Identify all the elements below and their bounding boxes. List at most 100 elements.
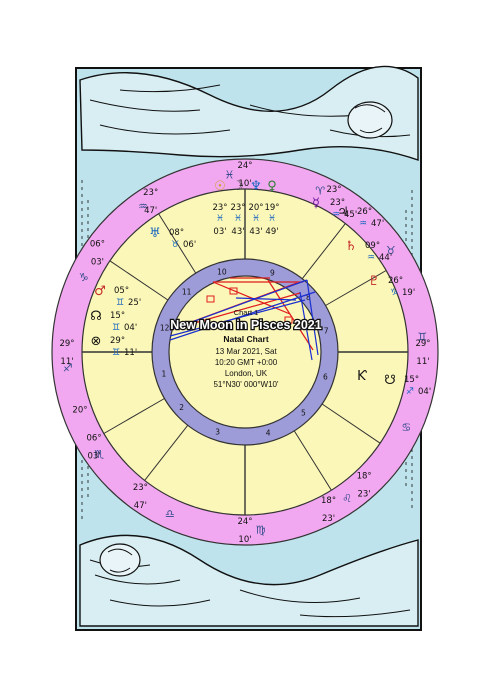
planet-degree: 23° — [330, 198, 345, 208]
aspect-marker — [206, 295, 215, 303]
cusp-label-asc: 29°11' — [59, 339, 74, 367]
cusp-label-cusp-2: 18° 23' — [357, 471, 372, 499]
house-cusp-line — [109, 260, 169, 301]
inner-tag: Chart 1 — [234, 308, 259, 317]
aspect-line — [299, 291, 313, 361]
aspect-line — [306, 279, 319, 356]
mars-position: ♂05°♊25' — [94, 284, 141, 308]
cusp-degree: 06° — [87, 433, 102, 443]
house-number: 9 — [270, 269, 275, 278]
zodiac-libra-glyph: ♎ — [165, 507, 175, 520]
moon-icon: ☽ — [232, 179, 244, 194]
house-number: 12 — [160, 323, 170, 332]
house-number: 7 — [324, 326, 329, 335]
pluto-position: ♇26°♑19' — [368, 274, 415, 298]
house-cusp-line — [144, 424, 189, 481]
mars-icon: ♂ — [94, 284, 106, 299]
uranus-position: ♅08°♉06' — [149, 226, 196, 250]
aspect-marker — [284, 316, 293, 324]
planet-degree: 23° — [230, 203, 245, 213]
cusp-degree: 24° — [237, 161, 252, 171]
cusp-minute: 11' — [416, 357, 429, 367]
planet-minute: 04' — [124, 323, 137, 333]
venus-position: ♀19°♓49' — [264, 179, 279, 237]
mercury-icon: ☿ — [312, 196, 320, 211]
planet-degree: 26° — [357, 207, 372, 217]
cusp-minute: 03' — [87, 451, 100, 461]
cusp-label-cusp-6: 06° 03' — [87, 433, 102, 461]
zodiac-aquarius-glyph: ♒ — [138, 200, 148, 213]
house-cusp-line — [321, 403, 381, 444]
cusp-label-mc: 24°10' — [237, 161, 252, 189]
house-number: 8 — [306, 293, 311, 302]
cusp-degree: 18° — [321, 496, 336, 506]
cusp-minute: 23' — [358, 489, 371, 499]
planet-sign-icon: ♐ — [406, 387, 414, 397]
cusp-minute: 47' — [144, 206, 157, 216]
planet-sign-icon: ♓ — [216, 214, 224, 224]
chiron-position: Ƙ — [357, 369, 367, 384]
house-number: 1 — [161, 370, 166, 379]
cusp-minute: 10' — [238, 535, 251, 545]
aspect-marker — [229, 287, 238, 295]
sun-position: ☉23°♓03' — [212, 179, 227, 237]
cusp-degree: 20° — [72, 406, 87, 416]
saturn-position: ♄09°♒44' — [345, 239, 392, 263]
zodiac-virgo-glyph: ♍ — [256, 523, 266, 536]
south-node-icon: ☋ — [384, 373, 396, 388]
jupiter-icon: ♃ — [337, 205, 349, 220]
cusp-minute: 11' — [60, 357, 73, 367]
cusp-label-cusp-11: 23°47' — [143, 188, 158, 216]
planet-degree: 20° — [248, 203, 263, 213]
planet-minute: 04' — [418, 387, 431, 397]
neptune-icon: ♆ — [250, 179, 262, 194]
zodiac-capricorn-glyph: ♑ — [79, 271, 89, 284]
planet-minute: 03' — [213, 227, 226, 237]
house-cusp-line — [103, 398, 165, 434]
chiron-icon: Ƙ — [357, 369, 367, 384]
planet-degree: 05° — [114, 286, 129, 296]
cusp-label-ic: 24°10' — [237, 517, 252, 545]
house-cusp-line — [293, 430, 332, 491]
planet-sign-icon: ♒ — [367, 253, 375, 263]
planet-minute: 49' — [265, 227, 278, 237]
planet-sign-icon: ♓ — [234, 214, 242, 224]
venus-icon: ♀ — [267, 179, 277, 194]
cusp-degree: 18° — [357, 471, 372, 481]
part-of-fortune-position: ⊗29°♊11' — [91, 334, 138, 358]
cusp-degree: 06° — [90, 239, 105, 249]
cusp-label-cusp-12: 06°03' — [90, 239, 105, 267]
cusp-degree: 23° — [326, 185, 341, 195]
planet-minute: 45' — [344, 210, 357, 220]
planet-sign-icon: ♊ — [116, 298, 124, 308]
house-number: 10 — [217, 267, 227, 276]
pluto-icon: ♇ — [368, 274, 380, 289]
zodiac-scorpio-glyph: ♏ — [94, 448, 104, 461]
zodiac-taurus-glyph: ♉ — [386, 244, 396, 257]
planet-minute: 11' — [124, 348, 137, 358]
planet-sign-icon: ♉ — [171, 240, 179, 250]
cusp-label-cusp-9: 23° — [326, 185, 341, 195]
cusp-degree: 29° — [415, 339, 430, 349]
aspect-center — [168, 275, 322, 429]
zodiac-aries-glyph: ♈ — [315, 185, 325, 198]
cusp-minute: 23' — [322, 514, 335, 524]
neptune-position: ♆ 20°♓ 43' — [248, 179, 263, 237]
chart-place: London, UK — [225, 369, 268, 378]
zodiac-glyphs: ♓♈♉♊♋♌♍♎♏♐♑♒ — [63, 169, 428, 537]
cusp-degree: 23° — [133, 483, 148, 493]
north-node-position: ☊15°♊04' — [90, 309, 137, 333]
planet-sign-icon: ♓ — [252, 214, 260, 224]
house-number: 5 — [301, 408, 306, 417]
jupiter-position: ♃26°♒47' — [337, 205, 384, 229]
planet-positions: ☉23°♓03'☽23°♓43'♆20°♓43'♀19°♓49'☿23°♒45'… — [90, 179, 431, 397]
cusp-label-dsc: 29° 11' — [415, 339, 430, 367]
aspect-lines — [169, 277, 319, 361]
planet-degree: 08° — [169, 228, 184, 238]
planet-minute: 43' — [249, 227, 262, 237]
uranus-icon: ♅ — [149, 226, 161, 241]
planet-sign-icon: ♑ — [390, 288, 398, 298]
planet-degree: 09° — [365, 241, 380, 251]
planet-minute: 44' — [379, 253, 392, 263]
